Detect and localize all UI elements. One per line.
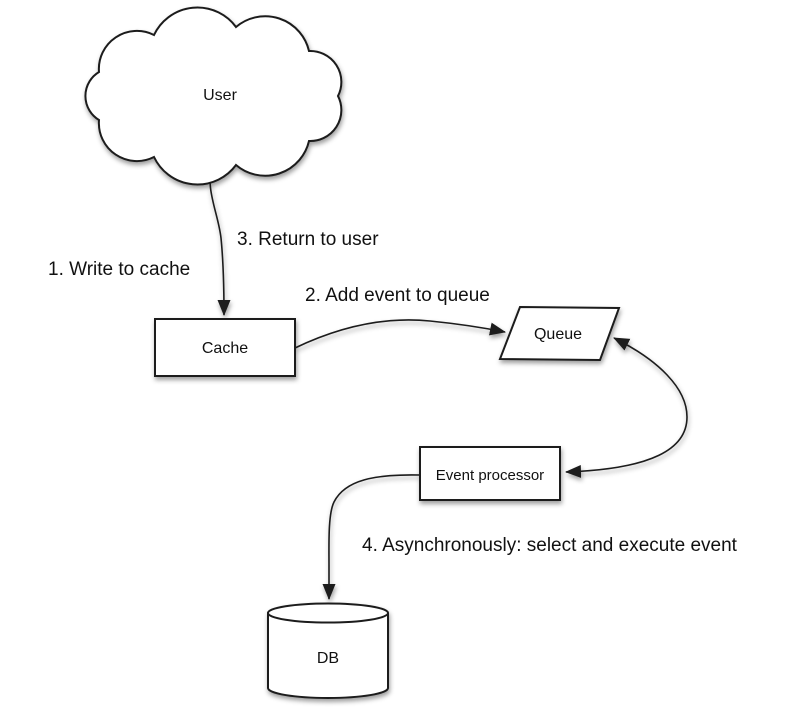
- step3-return-to-user-label: 3. Return to user: [237, 229, 379, 250]
- edge-queue-event-processor: [565, 337, 688, 478]
- edge-cache-to-queue: [294, 319, 506, 349]
- queue-parallelogram: [498, 305, 621, 362]
- event-processor-label: Event processor: [436, 467, 544, 484]
- db-cylinder: [267, 602, 389, 699]
- db-label: DB: [317, 650, 339, 667]
- db-cylinder-top: [267, 602, 389, 624]
- cache-box: [154, 318, 296, 377]
- step1-write-to-cache-label: 1. Write to cache: [48, 259, 190, 280]
- edge-user-to-cache: [209, 161, 231, 316]
- event-processor-box: [419, 446, 561, 501]
- queue-label: Queue: [534, 326, 582, 343]
- edge-event-processor-to-db: [322, 474, 421, 600]
- cache-label: Cache: [202, 340, 248, 357]
- step2-add-event-to-queue-label: 2. Add event to queue: [305, 285, 490, 306]
- db-cylinder-body: [267, 613, 389, 699]
- user-cloud-shape: [84, 6, 343, 186]
- user-label: User: [203, 87, 237, 104]
- diagram-text-group: User Cache Queue Event processor DB 1. W…: [48, 87, 738, 667]
- step4-async-execute-label: 4. Asynchronously: select and execute ev…: [362, 535, 738, 556]
- diagram-shapes-group: [84, 6, 688, 699]
